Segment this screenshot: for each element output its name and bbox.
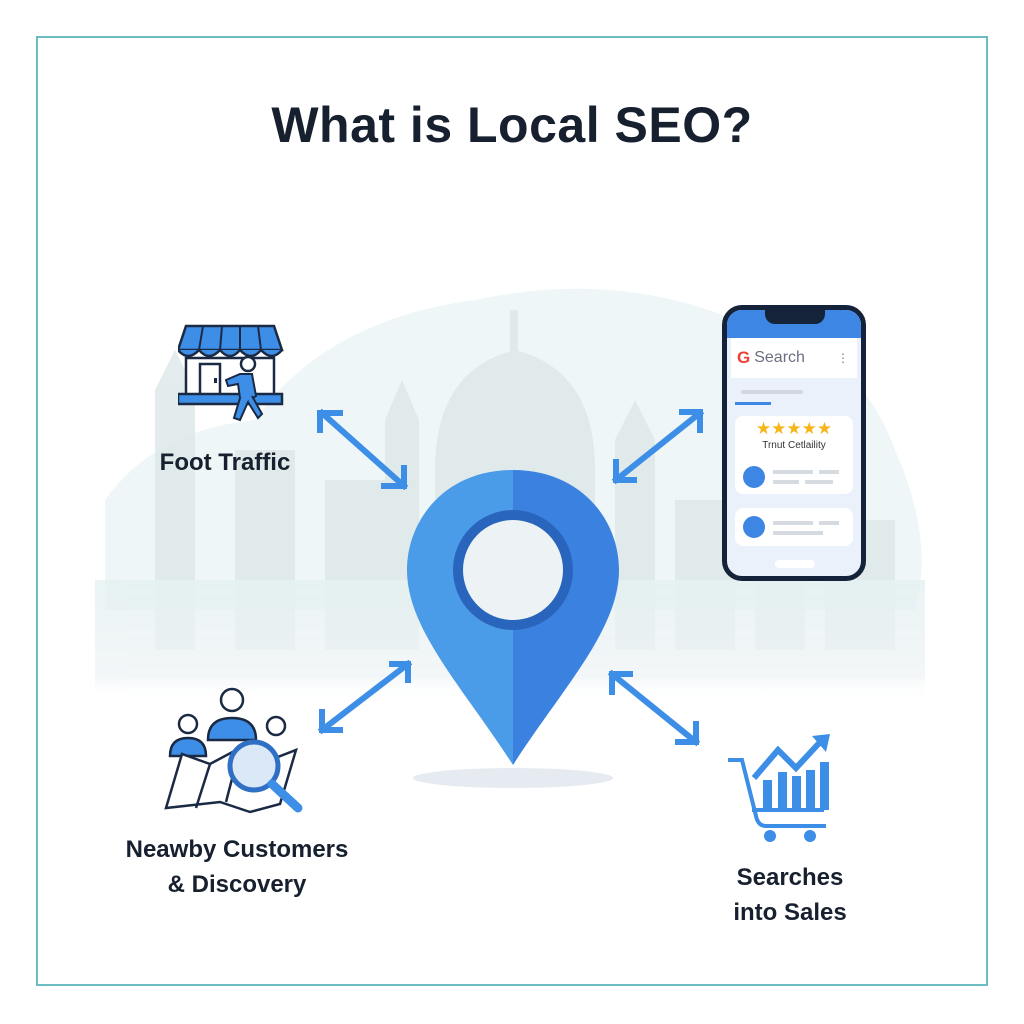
phone-notch	[765, 310, 825, 324]
result-underline	[735, 402, 771, 405]
result-placeholder	[741, 390, 803, 394]
outer-frame	[36, 36, 988, 986]
google-g-icon: G	[737, 348, 751, 367]
map-pin-icon	[407, 470, 619, 788]
home-indicator	[775, 560, 815, 568]
sales-label: Searches into Sales	[733, 864, 847, 926]
review-card: ★★★★★ Trnut Cetlaility	[735, 416, 853, 494]
avatar-icon	[743, 516, 765, 538]
more-menu-icon: ⋮	[837, 351, 849, 365]
page-title: What is Local SEO?	[271, 97, 753, 153]
avatar-icon	[743, 466, 765, 488]
people-map-magnifier-icon	[164, 687, 303, 814]
search-bar: G Search ⋮	[731, 338, 857, 378]
storefront-walking-person-icon	[178, 324, 284, 422]
search-label: Search	[754, 349, 805, 366]
skyline-background	[95, 288, 925, 700]
cart-growth-chart-icon	[728, 734, 830, 842]
review-label: Trnut Cetlaility	[762, 440, 826, 451]
smartphone-search-icon: G Search ⋮ ★★★★★ Trnut Cetlaility	[722, 305, 866, 581]
review-card-2	[735, 508, 853, 546]
nearby-customers-label: Neawby Customers & Discovery	[125, 836, 349, 898]
foot-traffic-label: Foot Traffic	[159, 449, 291, 476]
five-star-rating-icon: ★★★★★	[755, 419, 833, 438]
